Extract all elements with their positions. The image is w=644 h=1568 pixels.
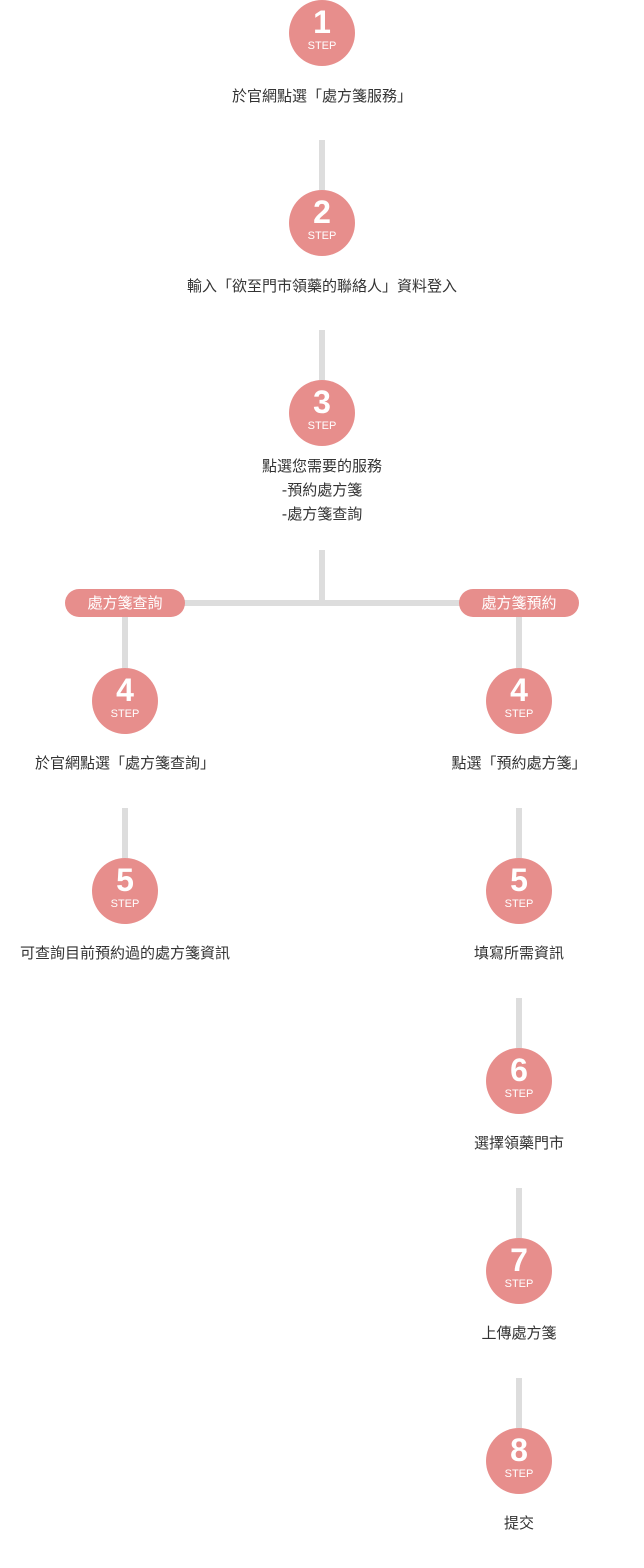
step-label: STEP bbox=[504, 708, 534, 720]
connector-line bbox=[319, 140, 325, 190]
step-caption: 可查詢目前預約過的處方箋資訊 bbox=[0, 941, 275, 965]
step-caption: 選擇領藥門市 bbox=[369, 1131, 644, 1155]
connector-line bbox=[516, 1188, 522, 1238]
step-number: 6 bbox=[510, 1052, 528, 1088]
step-caption-line: 於官網點選「處方箋查詢」 bbox=[34, 754, 215, 772]
step-caption: 點選您需要的服務 -預約處方箋 -處方箋查詢 bbox=[172, 454, 472, 526]
step-caption-line: 點選「預約處方箋」 bbox=[451, 754, 587, 772]
step-circle: 4 STEP bbox=[92, 668, 158, 734]
step-circle: 1 STEP bbox=[289, 0, 355, 66]
step-label: STEP bbox=[504, 1088, 534, 1100]
step-number: 5 bbox=[116, 862, 134, 898]
step-caption-line: -處方箋查詢 bbox=[281, 505, 363, 523]
step-caption-line: 輸入「欲至門市領藥的聯絡人」資料登入 bbox=[186, 277, 457, 295]
step-label: STEP bbox=[110, 898, 140, 910]
step-circle: 4 STEP bbox=[486, 668, 552, 734]
step-number: 1 bbox=[313, 4, 331, 40]
step-caption: 填寫所需資訊 bbox=[369, 941, 644, 965]
step-circle: 5 STEP bbox=[486, 858, 552, 924]
connector-line bbox=[516, 998, 522, 1048]
branch-label-query: 處方箋查詢 bbox=[65, 589, 185, 617]
connector-line bbox=[516, 808, 522, 858]
step-number: 4 bbox=[116, 672, 134, 708]
step-number: 8 bbox=[510, 1432, 528, 1468]
step-number: 5 bbox=[510, 862, 528, 898]
step-caption: 於官網點選「處方箋服務」 bbox=[172, 84, 472, 108]
step-caption: 點選「預約處方箋」 bbox=[369, 751, 644, 775]
step-number: 3 bbox=[313, 384, 331, 420]
step-circle: 6 STEP bbox=[486, 1048, 552, 1114]
step-circle: 8 STEP bbox=[486, 1428, 552, 1494]
connector-line bbox=[122, 603, 128, 668]
step-caption: 輸入「欲至門市領藥的聯絡人」資料登入 bbox=[172, 274, 472, 298]
step-caption-line: 填寫所需資訊 bbox=[473, 944, 564, 962]
step-caption-line: -預約處方箋 bbox=[281, 481, 363, 499]
step-number: 7 bbox=[510, 1242, 528, 1278]
step-label: STEP bbox=[504, 898, 534, 910]
step-caption-line: 選擇領藥門市 bbox=[473, 1134, 564, 1152]
step-label: STEP bbox=[307, 40, 337, 52]
step-caption: 提交 bbox=[369, 1511, 644, 1535]
connector-line bbox=[516, 603, 522, 668]
connector-line bbox=[516, 1378, 522, 1428]
step-caption-line: 於官網點選「處方箋服務」 bbox=[231, 87, 412, 105]
step-label: STEP bbox=[307, 230, 337, 242]
step-label: STEP bbox=[307, 420, 337, 432]
step-caption-line: 點選您需要的服務 bbox=[261, 457, 382, 475]
connector-line bbox=[319, 330, 325, 380]
connector-line bbox=[122, 808, 128, 858]
step-label: STEP bbox=[110, 708, 140, 720]
step-label: STEP bbox=[504, 1278, 534, 1290]
step-number: 4 bbox=[510, 672, 528, 708]
connector-line bbox=[319, 550, 325, 603]
step-caption: 上傳處方箋 bbox=[369, 1321, 644, 1345]
branch-line bbox=[125, 600, 519, 606]
step-caption-line: 提交 bbox=[503, 1514, 534, 1532]
branch-label-reserve: 處方箋預約 bbox=[459, 589, 579, 617]
step-circle: 5 STEP bbox=[92, 858, 158, 924]
step-caption: 於官網點選「處方箋查詢」 bbox=[0, 751, 275, 775]
step-circle: 2 STEP bbox=[289, 190, 355, 256]
step-caption-line: 可查詢目前預約過的處方箋資訊 bbox=[19, 944, 230, 962]
step-number: 2 bbox=[313, 194, 331, 230]
step-label: STEP bbox=[504, 1468, 534, 1480]
step-caption-line: 上傳處方箋 bbox=[481, 1324, 557, 1342]
step-circle: 7 STEP bbox=[486, 1238, 552, 1304]
step-circle: 3 STEP bbox=[289, 380, 355, 446]
